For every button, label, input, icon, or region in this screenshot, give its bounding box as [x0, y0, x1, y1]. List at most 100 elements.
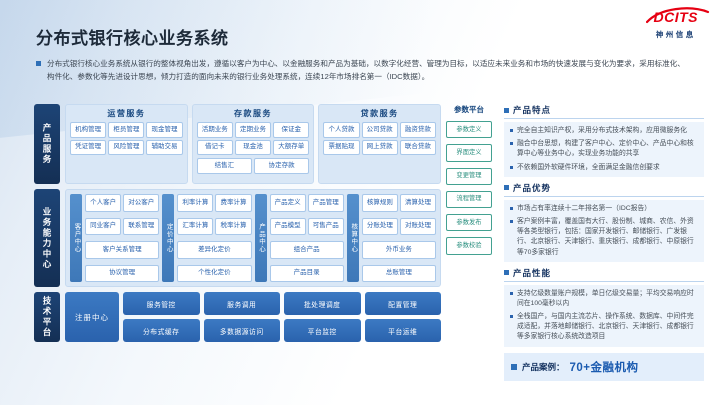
tech-box: 配置管理	[364, 292, 441, 315]
band-tech-platform: 注册中心 服务管控 服务调用 批处理调度 配置管理 分布式缓存 多数据源访问 平…	[65, 292, 441, 342]
deposit-grid-wide: 结售汇 协定存款	[196, 158, 310, 174]
main-area: 产品服务 业务能力中心 技术平台 运营服务 机构管理 柜员管理 现金管理 凭证管…	[34, 104, 704, 381]
section-header: 产品特点	[504, 104, 704, 119]
diagram-box: 费率计算	[215, 194, 252, 212]
diagram-box: 产品模型	[269, 217, 306, 235]
cases-value: 70+金融机构	[569, 361, 639, 374]
section-product-features: 产品特点 完全自主知识产权，采用分布式技术架构，应用微服务化 融合中台思想，构建…	[504, 104, 704, 177]
tech-box: 服务调用	[203, 292, 280, 315]
bullet-mini-icon	[510, 165, 513, 169]
diagram-box: 产品定义	[269, 194, 306, 212]
accounting-center-group: 核算规则 清算处理 分账处理 对账处理 外币业务 总账管理	[361, 194, 436, 282]
tech-box: 多数据源访问	[203, 319, 280, 342]
diagram-box: 外币业务	[361, 241, 436, 259]
section-body: 市场占有率连续十二年排名第一（IDC报告） 客户案例丰富，覆盖国有大行、股份制、…	[504, 199, 704, 262]
section-title: 产品特点	[513, 105, 552, 115]
tech-box: 服务管控	[123, 292, 200, 315]
diagram-box: 产品管理	[307, 194, 344, 212]
list-item: 不依赖国外软硬件环境，全面满足金融信创要求	[510, 163, 698, 173]
customer-center-group: 个人客户 对公客户 同业客户 联系管理 客户关系管理 协议管理	[85, 194, 160, 282]
diagram-box: 分账处理	[361, 217, 398, 235]
section-body: 完全自主知识产权，采用分布式技术架构，应用微服务化 融合中台思想，构建了客户中心…	[504, 122, 704, 177]
panel-deposit-services: 存款服务 活期业务 定期业务 保证金 借记卡 现金池 大额存单 结售汇 协定存款	[191, 104, 315, 184]
diagram-box: 网上贷款	[361, 139, 398, 155]
tech-box: 分布式缓存	[123, 319, 200, 342]
pricing-center-group: 利率计算 费率计算 汇率计算 税率计算 差异化定价 个性化定价	[177, 194, 252, 282]
diagram-box: 总账管理	[361, 264, 436, 282]
tech-registry-box: 注册中心	[65, 292, 119, 342]
section-header: 产品优势	[504, 182, 704, 197]
panel-title: 存款服务	[234, 109, 272, 118]
bullet-mini-icon	[510, 219, 513, 223]
diagram-box: 辅助交易	[146, 139, 183, 155]
list-item: 融合中台思想，构建了客户中心、定价中心、产品中心和核算中心等业务中心，实现业务功…	[510, 139, 698, 159]
diagram-box: 利率计算	[177, 194, 214, 212]
diagram-box: 同业客户	[85, 217, 122, 235]
intro-block: 分布式银行核心业务系统从银行的整体视角出发，遵循以客户为中心、以金融服务和产品为…	[36, 58, 691, 83]
diagram-box: 现金池	[234, 139, 272, 155]
bullet-mini-icon	[510, 315, 513, 319]
section-title: 产品性能	[513, 267, 552, 278]
center-strip-product: 产品中心	[254, 194, 267, 282]
list-item-text: 客户案例丰富，覆盖国有大行、股份制、城商、农信、外资等各类型银行，包括：国家开发…	[517, 217, 694, 256]
bullet-square-icon	[504, 107, 509, 113]
bullet-square-icon	[504, 270, 509, 276]
list-item-text: 市场占有率连续十二年排名第一（IDC报告）	[517, 204, 652, 212]
parameter-box: 变更管理	[446, 167, 492, 185]
tech-grid: 服务管控 服务调用 批处理调度 配置管理 分布式缓存 多数据源访问 平台监控 平…	[123, 292, 441, 342]
diagram-box: 协议管理	[85, 264, 160, 282]
center-strip-accounting: 核算中心	[346, 194, 359, 282]
list-item: 全栈国产，与国内主流芯片、操作系统、数据库、中间件完成适配，并落地邮储银行、北京…	[510, 312, 698, 343]
band-product-services: 运营服务 机构管理 柜员管理 现金管理 凭证管理 风险管理 辅助交易 存款服务 …	[65, 104, 442, 184]
diagram-box: 个人客户	[85, 194, 122, 212]
diagram-box: 可售产品	[307, 217, 344, 235]
diagram-box: 产品目录	[269, 264, 344, 282]
diagram-box: 协定存款	[254, 158, 310, 174]
loan-grid: 个人贷款 公司贷款 融资贷款 票据贴现 网上贷款 联合贷款	[323, 122, 436, 155]
diagram-box: 柜员管理	[108, 122, 145, 138]
list-item-text: 完全自主知识产权，采用分布式技术架构，应用微服务化	[517, 127, 687, 134]
list-item: 完全自主知识产权，采用分布式技术架构，应用微服务化	[510, 126, 698, 136]
bullet-square-icon	[504, 185, 509, 191]
panel-title: 贷款服务	[360, 109, 399, 118]
tech-box: 平台监控	[284, 319, 361, 342]
parameter-box: 界面定义	[446, 144, 492, 162]
panel-parameter-platform: 参数平台 参数定义 界面定义 变更管理 流程管理 参数发布 参数校验	[446, 104, 492, 342]
diagram-box: 税率计算	[215, 217, 252, 235]
list-item-text: 支持亿级数量账户规模，单日亿级交易量；平均交易响应时间在100毫秒以内	[517, 289, 694, 307]
section-product-performance: 产品性能 支持亿级数量账户规模，单日亿级交易量；平均交易响应时间在100毫秒以内…	[504, 267, 704, 347]
diagram-box: 大额存单	[273, 139, 310, 155]
diagram-box: 结售汇	[196, 158, 252, 174]
band-capability-centers: 客户中心 个人客户 对公客户 同业客户 联系管理 客户关系管理 协议管理 定价中…	[65, 189, 441, 287]
diagram-box: 组合产品	[269, 241, 344, 259]
bullet-square-icon	[511, 363, 517, 370]
center-strip-pricing: 定价中心	[162, 194, 175, 282]
list-item-text: 融合中台思想，构建了客户中心、定价中心、产品中心和核算中心等业务中心，实现业务功…	[517, 140, 694, 158]
diagram-box: 客户关系管理	[85, 241, 160, 259]
diagram-box: 融资贷款	[399, 122, 436, 138]
panel-operation-services: 运营服务 机构管理 柜员管理 现金管理 凭证管理 风险管理 辅助交易	[65, 104, 188, 184]
list-item: 市场占有率连续十二年排名第一（IDC报告）	[510, 204, 698, 214]
list-item: 客户案例丰富，覆盖国有大行、股份制、城商、农信、外资等各类型银行，包括：国家开发…	[510, 217, 698, 258]
section-product-advantages: 产品优势 市场占有率连续十二年排名第一（IDC报告） 客户案例丰富，覆盖国有大行…	[504, 182, 704, 262]
logo-brand-wrap: DCITS	[645, 7, 709, 28]
architecture-diagram: 产品服务 业务能力中心 技术平台 运营服务 机构管理 柜员管理 现金管理 凭证管…	[34, 104, 492, 381]
diagram-box: 差异化定价	[177, 241, 252, 259]
section-body: 支持亿级数量账户规模，单日亿级交易量；平均交易响应时间在100毫秒以内 全栈国产…	[504, 284, 704, 347]
diagram-box: 现金管理	[146, 122, 183, 138]
diagram-box: 票据贴现	[323, 139, 360, 155]
section-title: 产品优势	[513, 182, 552, 193]
diagram-box: 个人贷款	[323, 122, 360, 138]
diagram-box: 公司贷款	[361, 122, 398, 138]
diagram-box: 风险管理	[108, 139, 145, 155]
dcits-logo: DCITS 神州信息	[645, 7, 709, 39]
cases-label: 产品案例：	[522, 361, 565, 372]
list-item: 支持亿级数量账户规模，单日亿级交易量；平均交易响应时间在100毫秒以内	[510, 289, 698, 309]
diagram-box: 核算规则	[361, 194, 398, 212]
diagram-box: 个性化定价	[177, 264, 252, 282]
diagram-box: 清算处理	[399, 194, 436, 212]
logo-brand-text: DCITS	[653, 9, 698, 25]
diagram-box: 汇率计算	[177, 217, 214, 235]
parameter-box: 参数发布	[446, 214, 492, 232]
